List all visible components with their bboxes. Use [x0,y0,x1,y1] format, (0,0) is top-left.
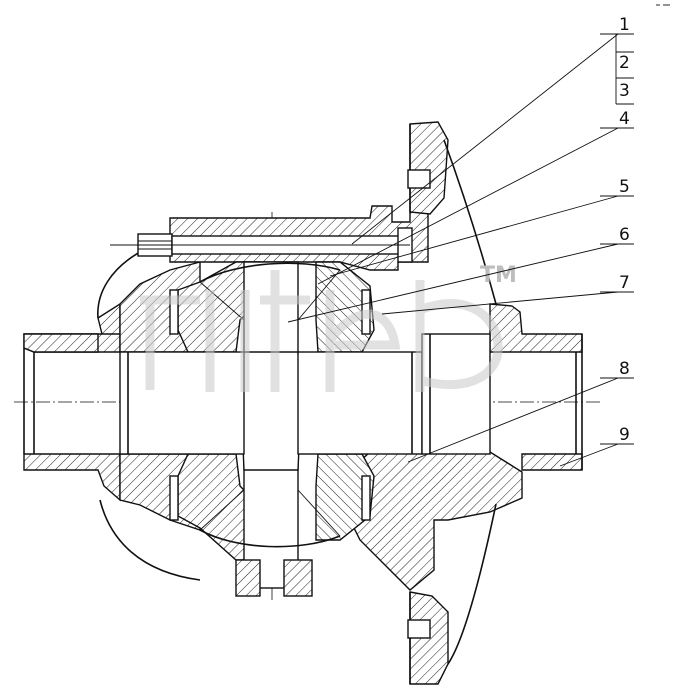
right-case-half [169,121,583,685]
callout-1: 1 [619,15,630,35]
left-side-gear [169,261,261,561]
callout-5: 5 [619,177,630,197]
callout-3: 3 [619,81,630,101]
watermark-logo: TM [140,263,517,392]
leader-lines [287,33,634,467]
callout-6: 6 [619,225,630,245]
through-bolt [110,227,413,263]
callout-2: 2 [619,53,630,73]
pinion-gear-outline [199,262,341,548]
callout-4: 4 [619,109,630,129]
callout-7: 7 [619,273,630,293]
callout-9: 9 [619,425,630,445]
callout-8: 8 [619,359,630,379]
center-bore [119,333,491,455]
callout-labels: 1 2 3 4 5 6 7 8 9 [619,15,630,445]
